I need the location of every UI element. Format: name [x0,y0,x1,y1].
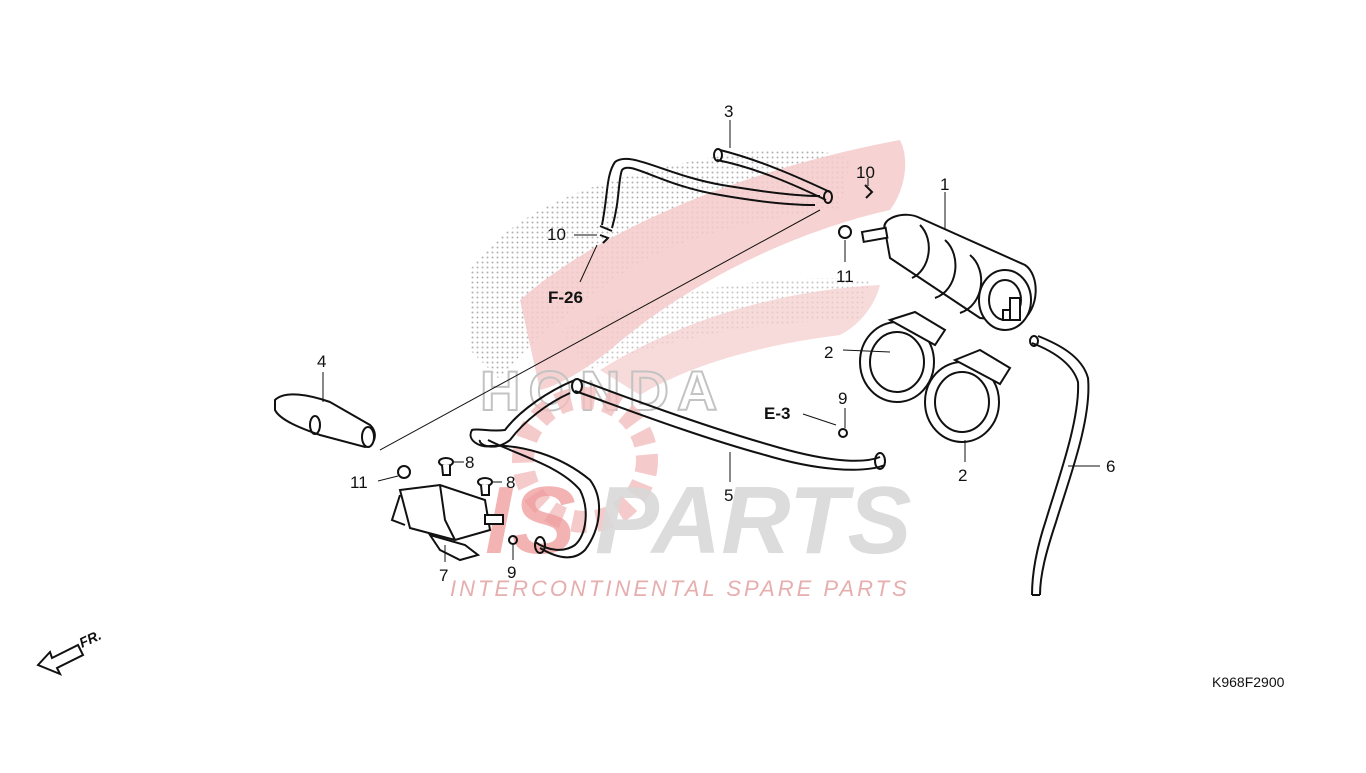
diagram-code: K968F2900 [1212,674,1285,690]
part-hose-right [1029,335,1090,596]
part-hose-upper [599,148,833,232]
part-clip [397,184,874,545]
part-band [859,310,1012,443]
leader-lines [322,120,1100,562]
callout-1: 1 [940,175,949,194]
callout-2a: 2 [824,343,833,362]
brand-tagline: INTERCONTINENTAL SPARE PARTS [450,576,910,601]
callout-7: 7 [439,566,448,585]
callout-10a: 10 [856,163,875,182]
callouts: 1 2 2 3 4 5 6 7 8 8 9 9 10 10 11 11 F-26… [317,102,1115,585]
front-label: FR. [77,627,104,651]
part-canister [860,213,1037,331]
callout-3: 3 [724,102,733,121]
part-solenoid [390,483,504,562]
part-hose-main [469,378,886,559]
callout-2b: 2 [958,466,967,485]
callout-5: 5 [724,486,733,505]
part-screw [438,457,493,496]
callout-10b: 10 [547,225,566,244]
callout-6: 6 [1106,457,1115,476]
watermark-brand: IS PARTS INTERCONTINENTAL SPARE PARTS [450,467,912,601]
brand-suffix: PARTS [595,467,912,574]
callout-4: 4 [317,352,326,371]
part-hose-short [274,393,376,449]
watermark-logo: HONDA [470,140,906,533]
callout-9a: 9 [838,389,847,408]
reference-f26: F-26 [548,288,583,307]
callout-8a: 8 [465,453,474,472]
front-direction-arrow: FR. [36,627,104,676]
callout-11b: 11 [350,473,368,492]
callout-9b: 9 [507,563,516,582]
callout-8b: 8 [506,473,515,492]
reference-e3: E-3 [764,404,790,423]
honda-logo-text: HONDA [480,359,725,422]
callout-11a: 11 [836,267,854,286]
